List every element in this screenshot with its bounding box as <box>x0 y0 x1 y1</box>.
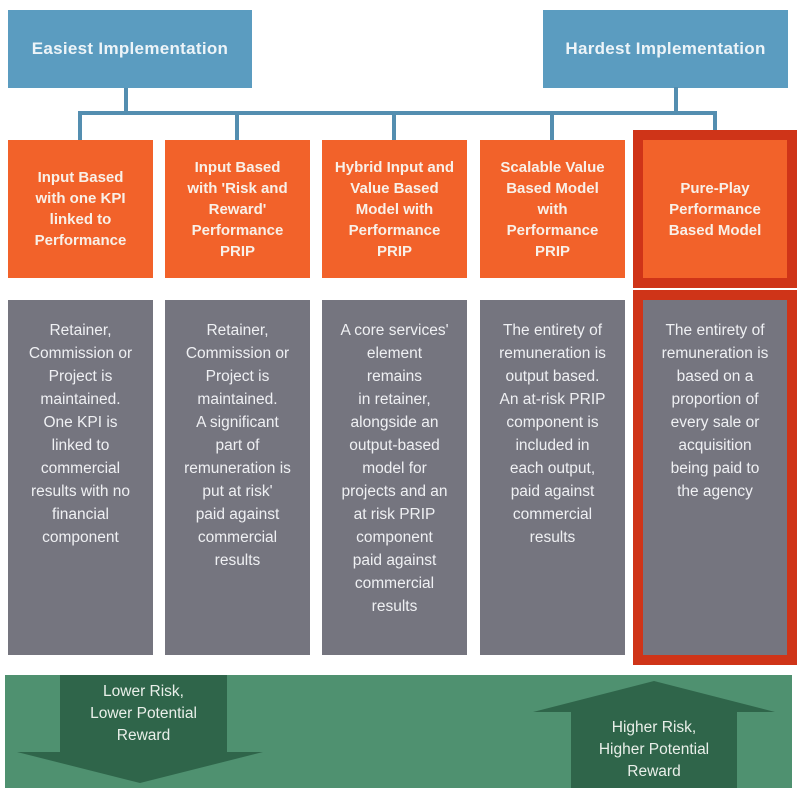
higher-risk-label: Higher Risk, Higher Potential Reward <box>598 719 710 780</box>
connector-easiest-vertical <box>124 88 128 115</box>
model-title-box-1: Input Based with one KPI linked to Perfo… <box>8 140 153 278</box>
down-arrow-icon <box>17 752 263 783</box>
connector-bus-horizontal <box>80 111 717 115</box>
connector-hardest-vertical <box>674 87 678 115</box>
lower-risk-label: Lower Risk, Lower Potential Reward <box>90 682 197 744</box>
model-title-box-2: Input Based with 'Risk and Reward' Perfo… <box>165 140 310 278</box>
connector-drop-col3 <box>392 111 396 140</box>
hardest-implementation-header: Hardest Implementation <box>543 10 788 88</box>
model-description-box-3: A core services' element remains in reta… <box>322 300 467 655</box>
connector-drop-col4 <box>550 111 554 140</box>
model-description-box-5: The entirety of remuneration is based on… <box>643 300 787 655</box>
model-title-4: Scalable Value Based Model with Performa… <box>500 158 605 260</box>
model-title-box-3: Hybrid Input and Value Based Model with … <box>322 140 467 278</box>
model-title-3: Hybrid Input and Value Based Model with … <box>334 158 455 260</box>
model-description-5: The entirety of remuneration is based on… <box>661 322 769 500</box>
up-arrow-icon <box>533 681 775 712</box>
easiest-implementation-header: Easiest Implementation <box>8 10 252 88</box>
model-title-box-4: Scalable Value Based Model with Performa… <box>480 140 625 278</box>
model-description-1: Retainer, Commission or Project is maint… <box>28 322 133 546</box>
easiest-implementation-label: Easiest Implementation <box>31 39 229 58</box>
connector-drop-col2 <box>235 111 239 140</box>
model-title-1: Input Based with one KPI linked to Perfo… <box>34 169 127 249</box>
model-title-box-5: Pure-Play Performance Based Model <box>643 140 787 278</box>
lower-risk-arrow-body: Lower Risk, Lower Potential Reward <box>60 675 227 752</box>
higher-risk-arrow-body: Higher Risk, Higher Potential Reward <box>571 712 737 788</box>
model-title-5: Pure-Play Performance Based Model <box>668 179 762 239</box>
model-description-4: The entirety of remuneration is output b… <box>499 322 606 546</box>
hardest-implementation-label: Hardest Implementation <box>565 39 766 58</box>
connector-drop-col5 <box>713 111 717 140</box>
model-description-box-2: Retainer, Commission or Project is maint… <box>165 300 310 655</box>
risk-reward-banner: Lower Risk, Lower Potential Reward Highe… <box>5 675 792 788</box>
model-description-box-1: Retainer, Commission or Project is maint… <box>8 300 153 655</box>
model-title-2: Input Based with 'Risk and Reward' Perfo… <box>187 158 288 260</box>
model-description-2: Retainer, Commission or Project is maint… <box>184 322 291 569</box>
model-description-3: A core services' element remains in reta… <box>340 322 449 615</box>
model-description-box-4: The entirety of remuneration is output b… <box>480 300 625 655</box>
connector-drop-col1 <box>78 111 82 140</box>
